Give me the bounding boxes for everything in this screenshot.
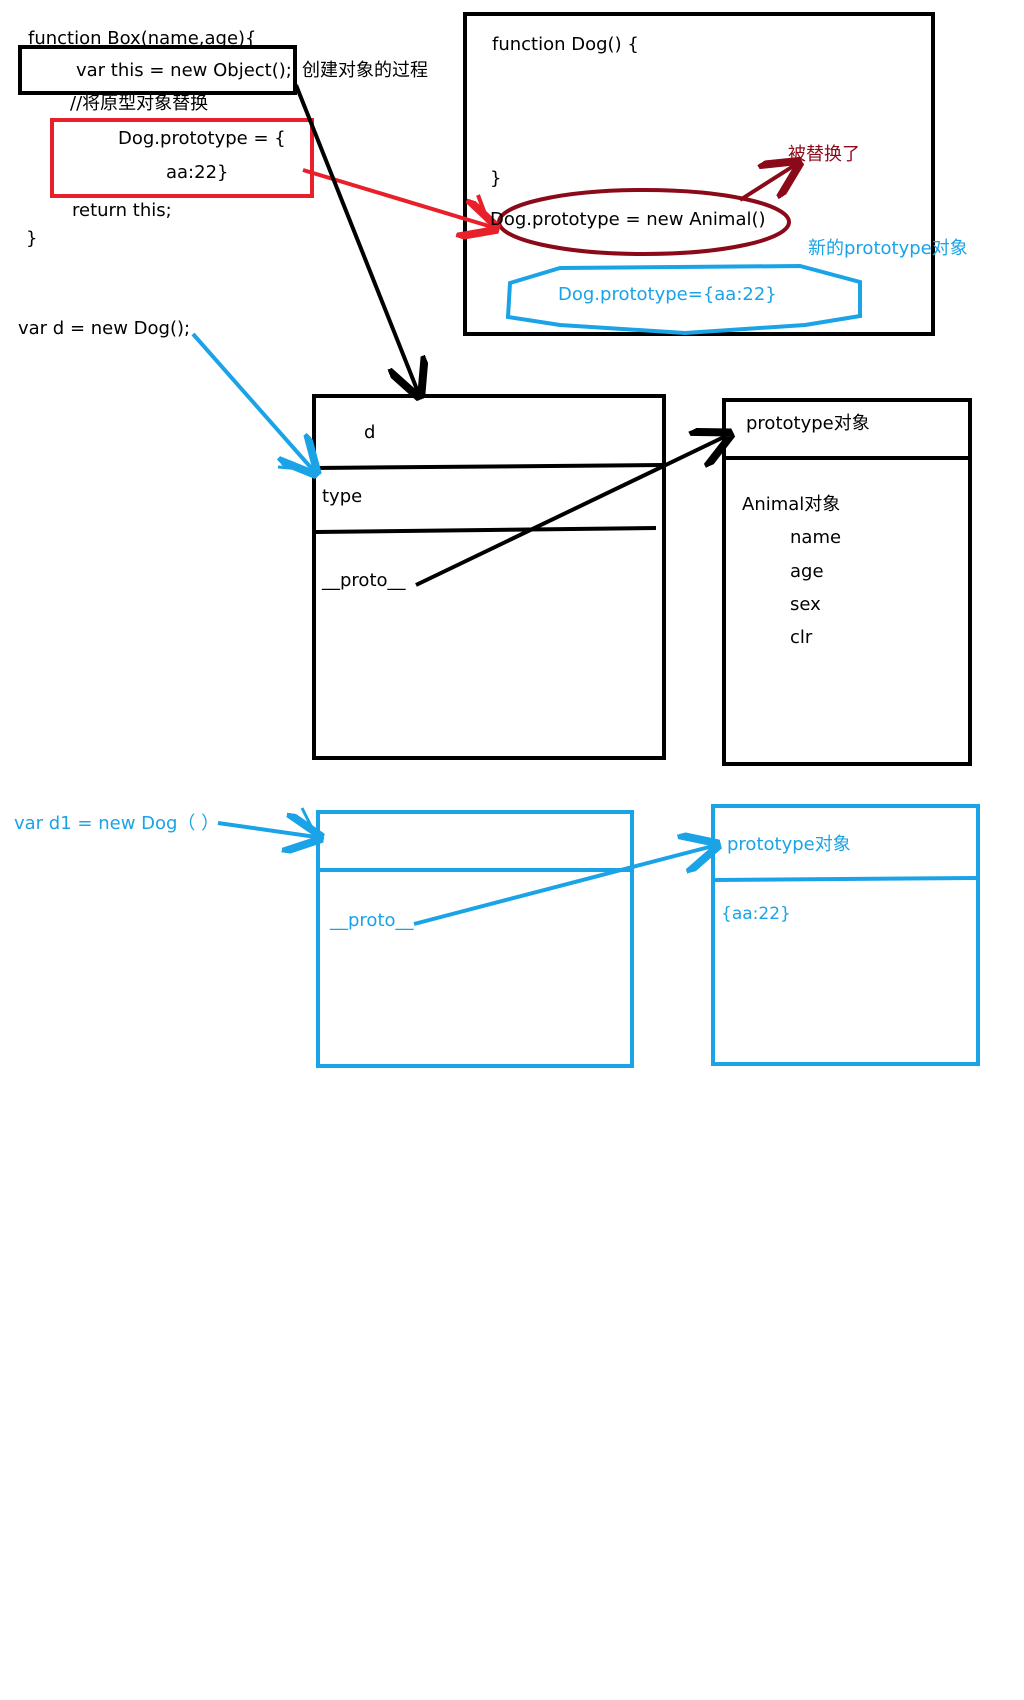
instance-d-box [312,394,666,760]
var-d-arrow-tail [277,465,314,472]
d1-proto-arrow [413,846,713,926]
red-tick-mark [476,194,490,223]
old-prototype-prop: age [790,561,824,582]
var-this-highlight-box [18,45,297,95]
new-prototype-value: Dog.prototype={aa:22} [558,284,777,305]
instance-d-field-proto: __proto__ [322,570,406,591]
new-prototype-box [711,804,980,1066]
box-code-line-6: return this; [72,200,172,221]
box-code-line-1: function Box(name,age){ [28,28,257,49]
old-prototype-prop: name [790,527,842,548]
instance-d1-box [316,810,634,1068]
new-prototype-box-value: {aa:22} [721,904,791,924]
replaced-arrow [738,165,795,202]
instance-d-divider-1 [315,463,663,470]
this-to-d-arrow [294,84,418,392]
instance-d1-field-proto: __proto__ [330,910,414,931]
box-code-line-2: var this = new Object(); [76,60,292,81]
instance-d-divider-2 [315,526,657,534]
var-d1-arrow [217,823,316,837]
prototype-replace-red-box [50,118,314,198]
old-prototype-prop: sex [790,594,821,615]
dog-code-line-2: } [490,168,502,189]
new-prototype-hexagon [505,263,862,336]
dog-code-line-3: Dog.prototype = new Animal() [490,209,766,230]
new-prototype-divider [714,876,977,882]
instance-d-field-type: type [322,486,363,507]
instance-d-name: d [364,422,376,443]
var-d-declaration: var d = new Dog(); [18,318,191,339]
box-code-line-4: Dog.prototype = { [118,128,286,149]
old-prototype-object-label: Animal对象 [742,494,841,515]
old-prototype-box [722,398,972,766]
box-code-line-7: } [26,228,38,249]
box-code-line-2-note: 创建对象的过程 [302,60,428,81]
box-code-line-5: aa:22} [166,162,229,183]
d-proto-arrow [415,436,726,587]
old-prototype-prop: clr [790,627,813,648]
replaced-note: 被替换了 [788,144,860,165]
new-prototype-header: prototype对象 [727,834,851,855]
var-d1-declaration: var d1 = new Dog（ ） [14,813,220,834]
new-prototype-note: 新的prototype对象 [808,238,968,259]
var-d-arrow [191,332,313,470]
dog-code-line-1: function Dog() { [492,34,639,55]
var-d1-arrow-tick [300,807,318,837]
box-code-line-3: //将原型对象替换 [70,93,209,114]
old-prototype-header: prototype对象 [746,413,870,434]
